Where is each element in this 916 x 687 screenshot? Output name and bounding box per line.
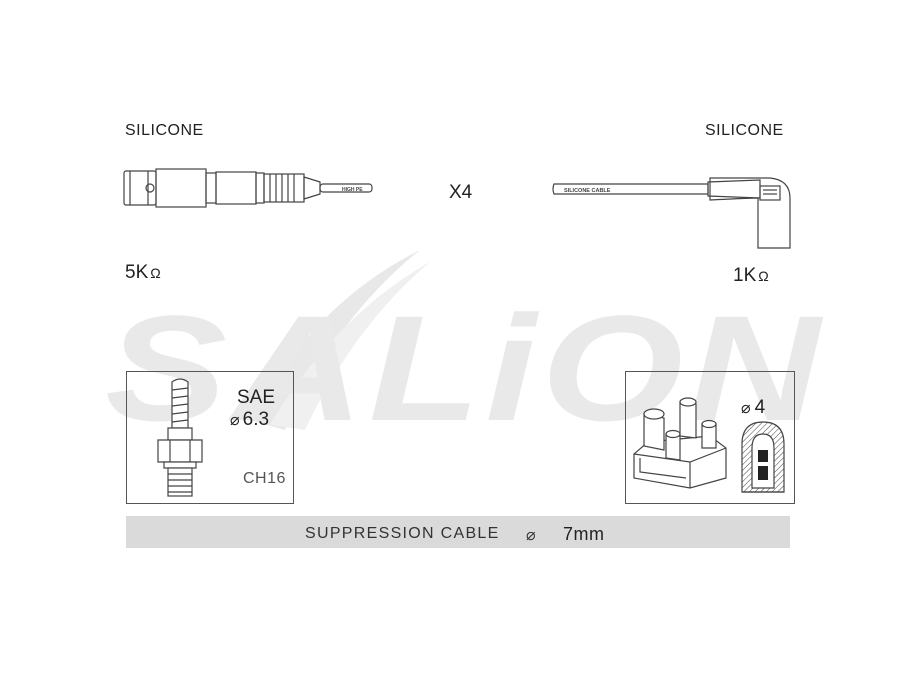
coil-boot-drawing: SILICONE CABLE xyxy=(552,177,791,249)
distributor-spec-box xyxy=(625,371,795,504)
terminal-diameter-label: ⌀4 xyxy=(741,397,765,419)
distributor-cap-icon xyxy=(633,397,727,489)
thread-standard-label: SAE xyxy=(237,387,276,408)
cable-print: SILICONE CABLE xyxy=(564,188,611,194)
quantity-label: X4 xyxy=(449,182,473,203)
ohm-symbol: Ω xyxy=(758,268,769,284)
cable-spec-bar xyxy=(126,516,790,548)
left-sleeve-print: HIGH PE xyxy=(342,187,363,193)
diameter-symbol: ⌀ xyxy=(230,412,240,429)
spark-plug-spec-box xyxy=(126,371,294,504)
left-material-label: SILICONE xyxy=(125,122,204,139)
spark-plug-icon xyxy=(157,378,203,497)
diameter-symbol: ⌀ xyxy=(741,400,751,417)
cable-diameter-value: 7mm xyxy=(563,524,605,544)
thread-diameter-label: ⌀6.3 xyxy=(230,409,269,431)
hex-size-label: CH16 xyxy=(243,470,286,487)
terminal-section-icon xyxy=(741,421,785,493)
spark-plug-boot-drawing: HIGH PE xyxy=(123,168,373,208)
right-material-label: SILICONE xyxy=(705,122,784,139)
cable-type-label: SUPPRESSION CABLE xyxy=(305,525,500,542)
left-resistance-value: 5K xyxy=(125,262,149,283)
diameter-symbol: ⌀ xyxy=(526,527,537,544)
right-resistance-value: 1K xyxy=(733,265,757,286)
terminal-diameter-value: 4 xyxy=(754,397,766,418)
watermark-swoosh xyxy=(270,262,430,430)
ohm-symbol: Ω xyxy=(150,265,161,281)
thread-diameter-value: 6.3 xyxy=(242,409,270,430)
